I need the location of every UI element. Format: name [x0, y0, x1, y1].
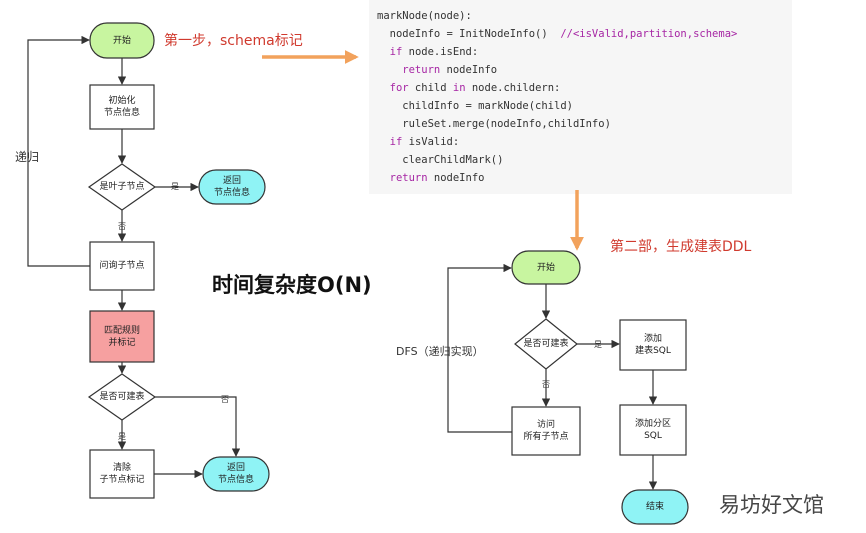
query-children-node [89, 241, 155, 291]
return-node-1 [198, 169, 266, 205]
watermark: 易坊好文馆 [719, 493, 824, 517]
code-block: markNode(node): nodeInfo = InitNodeInfo(… [369, 0, 792, 194]
code-line: clearChildMark() [377, 154, 504, 166]
no-label: 否 [221, 395, 229, 404]
step2-note: 第二部，生成建表DDL [610, 239, 752, 255]
clear-mark-node [89, 449, 155, 499]
query-children-label: 问询子节点 [99, 261, 145, 271]
add-partition-sql-label: 添加分区 SQL [634, 419, 671, 441]
start-label: 开始 [536, 262, 555, 273]
return-label: 返回 节点信息 [217, 463, 254, 485]
code-line: return nodeInfo [377, 172, 485, 184]
visit-children-label: 访问 所有子节点 [523, 420, 569, 442]
can-build-label: 是否可建表 [99, 392, 145, 402]
return-label: 返回 节点信息 [213, 176, 250, 198]
complexity-heading: 时间复杂度O(N) [212, 273, 372, 297]
no-label: 否 [118, 222, 126, 231]
step1-note: 第一步，schema标记 [164, 33, 303, 49]
init-label: 初始化 节点信息 [103, 96, 140, 118]
end-label: 结束 [645, 502, 664, 512]
visit-children-node [511, 406, 581, 456]
yes-label: 是 [594, 340, 602, 349]
recursion-loop [27, 35, 90, 267]
dfs-label: DFS（递归实现） [396, 345, 484, 358]
add-table-sql-label: 添加 建表SQL [635, 334, 671, 356]
code-line: if node.isEnd: [377, 46, 479, 58]
no-label: 否 [542, 380, 550, 389]
code-line: if isValid: [377, 136, 460, 148]
add-partition-sql-node [619, 404, 687, 456]
end-node [621, 489, 689, 525]
recursion-label: 递归 [15, 150, 40, 164]
connector [155, 396, 241, 457]
clear-mark-label: 清除 子节点标记 [99, 463, 145, 485]
code-line: markNode(node): [377, 10, 472, 22]
match-rule-label: 匹配规则 并标记 [103, 325, 140, 348]
start-label: 开始 [112, 35, 131, 46]
can-build-label: 是否可建表 [523, 339, 569, 349]
match-rule-node [89, 310, 155, 363]
code-line: for child in node.childern: [377, 82, 561, 94]
return-node-2 [202, 456, 270, 492]
yes-label: 是 [118, 432, 126, 441]
code-line: return nodeInfo [377, 64, 498, 76]
code-line: childInfo = markNode(child) [377, 100, 573, 112]
is-leaf-label: 是叶子节点 [99, 182, 145, 192]
dfs-loop [447, 263, 512, 433]
add-table-sql-node [619, 319, 687, 371]
code-line: nodeInfo = InitNodeInfo() //<isValid,par… [377, 28, 738, 40]
code-line: ruleSet.merge(nodeInfo,childInfo) [377, 118, 611, 130]
yes-label: 是 [171, 182, 179, 191]
